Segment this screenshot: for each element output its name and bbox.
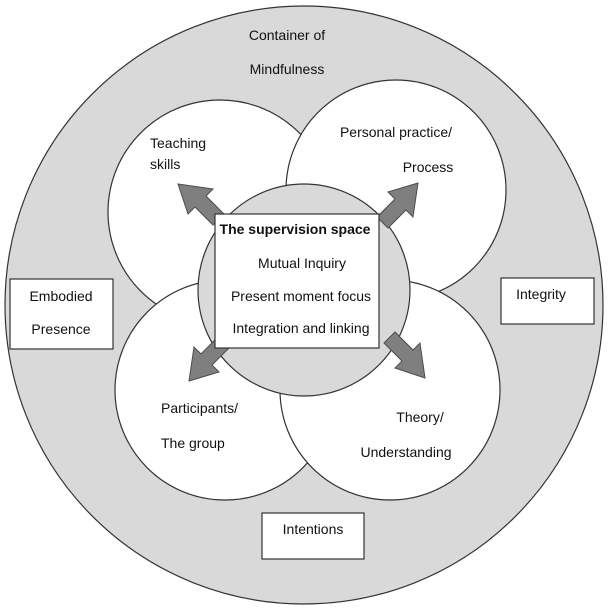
supervision-item-present-moment: Present moment focus [231, 288, 371, 304]
teaching-label-line1: Teaching [150, 135, 206, 151]
supervision-title: The supervision space [220, 221, 371, 237]
personal-label-line1: Personal practice/ [340, 124, 452, 140]
intentions-label: Intentions [283, 521, 344, 537]
supervision-item-integration: Integration and linking [233, 320, 370, 336]
participants-label-line2: The group [161, 435, 225, 451]
supervision-box [214, 213, 380, 349]
theory-label-line2: Understanding [360, 444, 451, 460]
container-label-line2: Mindfulness [250, 61, 325, 77]
participants-label-line1: Participants/ [161, 400, 238, 416]
integrity-label: Integrity [516, 286, 566, 302]
integrity-box [500, 277, 595, 325]
embodied-presence-box [9, 278, 114, 350]
embodied-label-line1: Embodied [29, 288, 92, 304]
intentions-box [261, 512, 365, 560]
theory-label-line1: Theory/ [396, 409, 444, 425]
arrow-to-personal-icon [376, 182, 419, 229]
teaching-label-line2: skills [150, 156, 180, 172]
embodied-label-line2: Presence [31, 321, 90, 337]
arrow-to-theory-icon [383, 331, 426, 379]
container-label-line1: Container of [249, 27, 325, 43]
supervision-item-mutual-inquiry: Mutual Inquiry [258, 255, 346, 271]
personal-label-line2: Process [403, 159, 454, 175]
